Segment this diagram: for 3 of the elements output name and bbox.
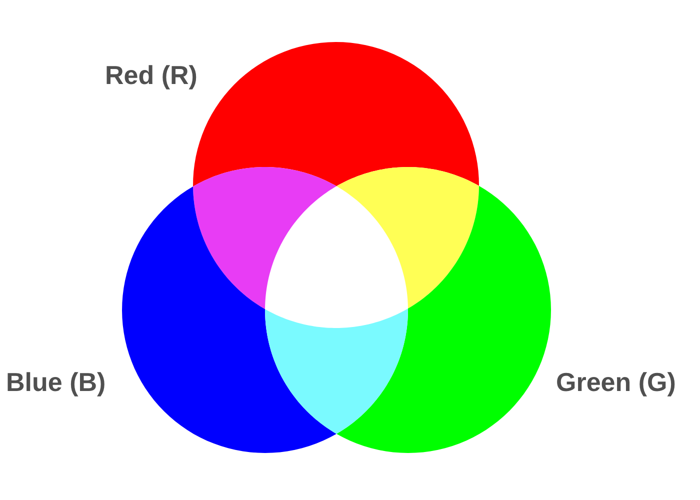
circle-label: Red (R) [105,60,198,90]
circle-label: Green (G) [556,367,676,397]
circle-label: Blue (B) [6,367,106,397]
